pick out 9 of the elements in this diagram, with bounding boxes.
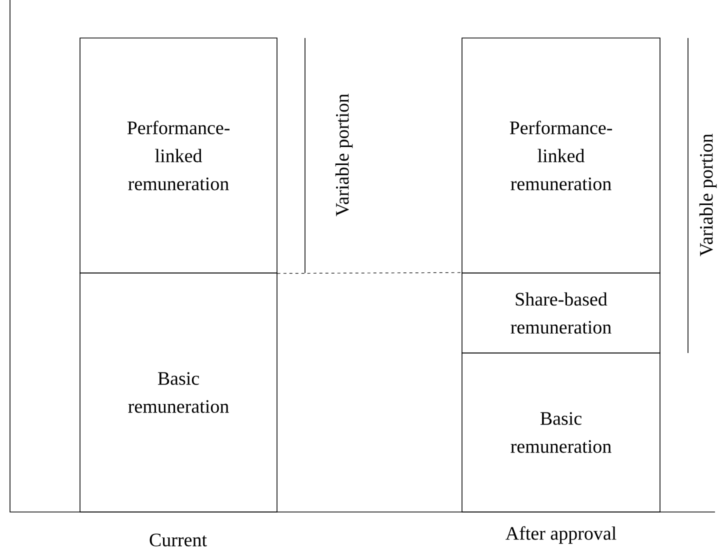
bar-label: Current — [150, 534, 207, 546]
bar-segment: Basic remuneration — [80, 272, 278, 512]
bar-segment: Performance-linked remuneration — [462, 38, 660, 274]
bracket-label: Variable portion — [699, 134, 717, 256]
bracket-label: Variable portion — [335, 94, 353, 216]
guide-line — [277, 272, 462, 274]
bar-segment: Basic remuneration — [462, 352, 660, 512]
bar-segment: Share-based remuneration — [462, 272, 660, 354]
bar-segment: Performance-linked remuneration — [80, 38, 278, 274]
